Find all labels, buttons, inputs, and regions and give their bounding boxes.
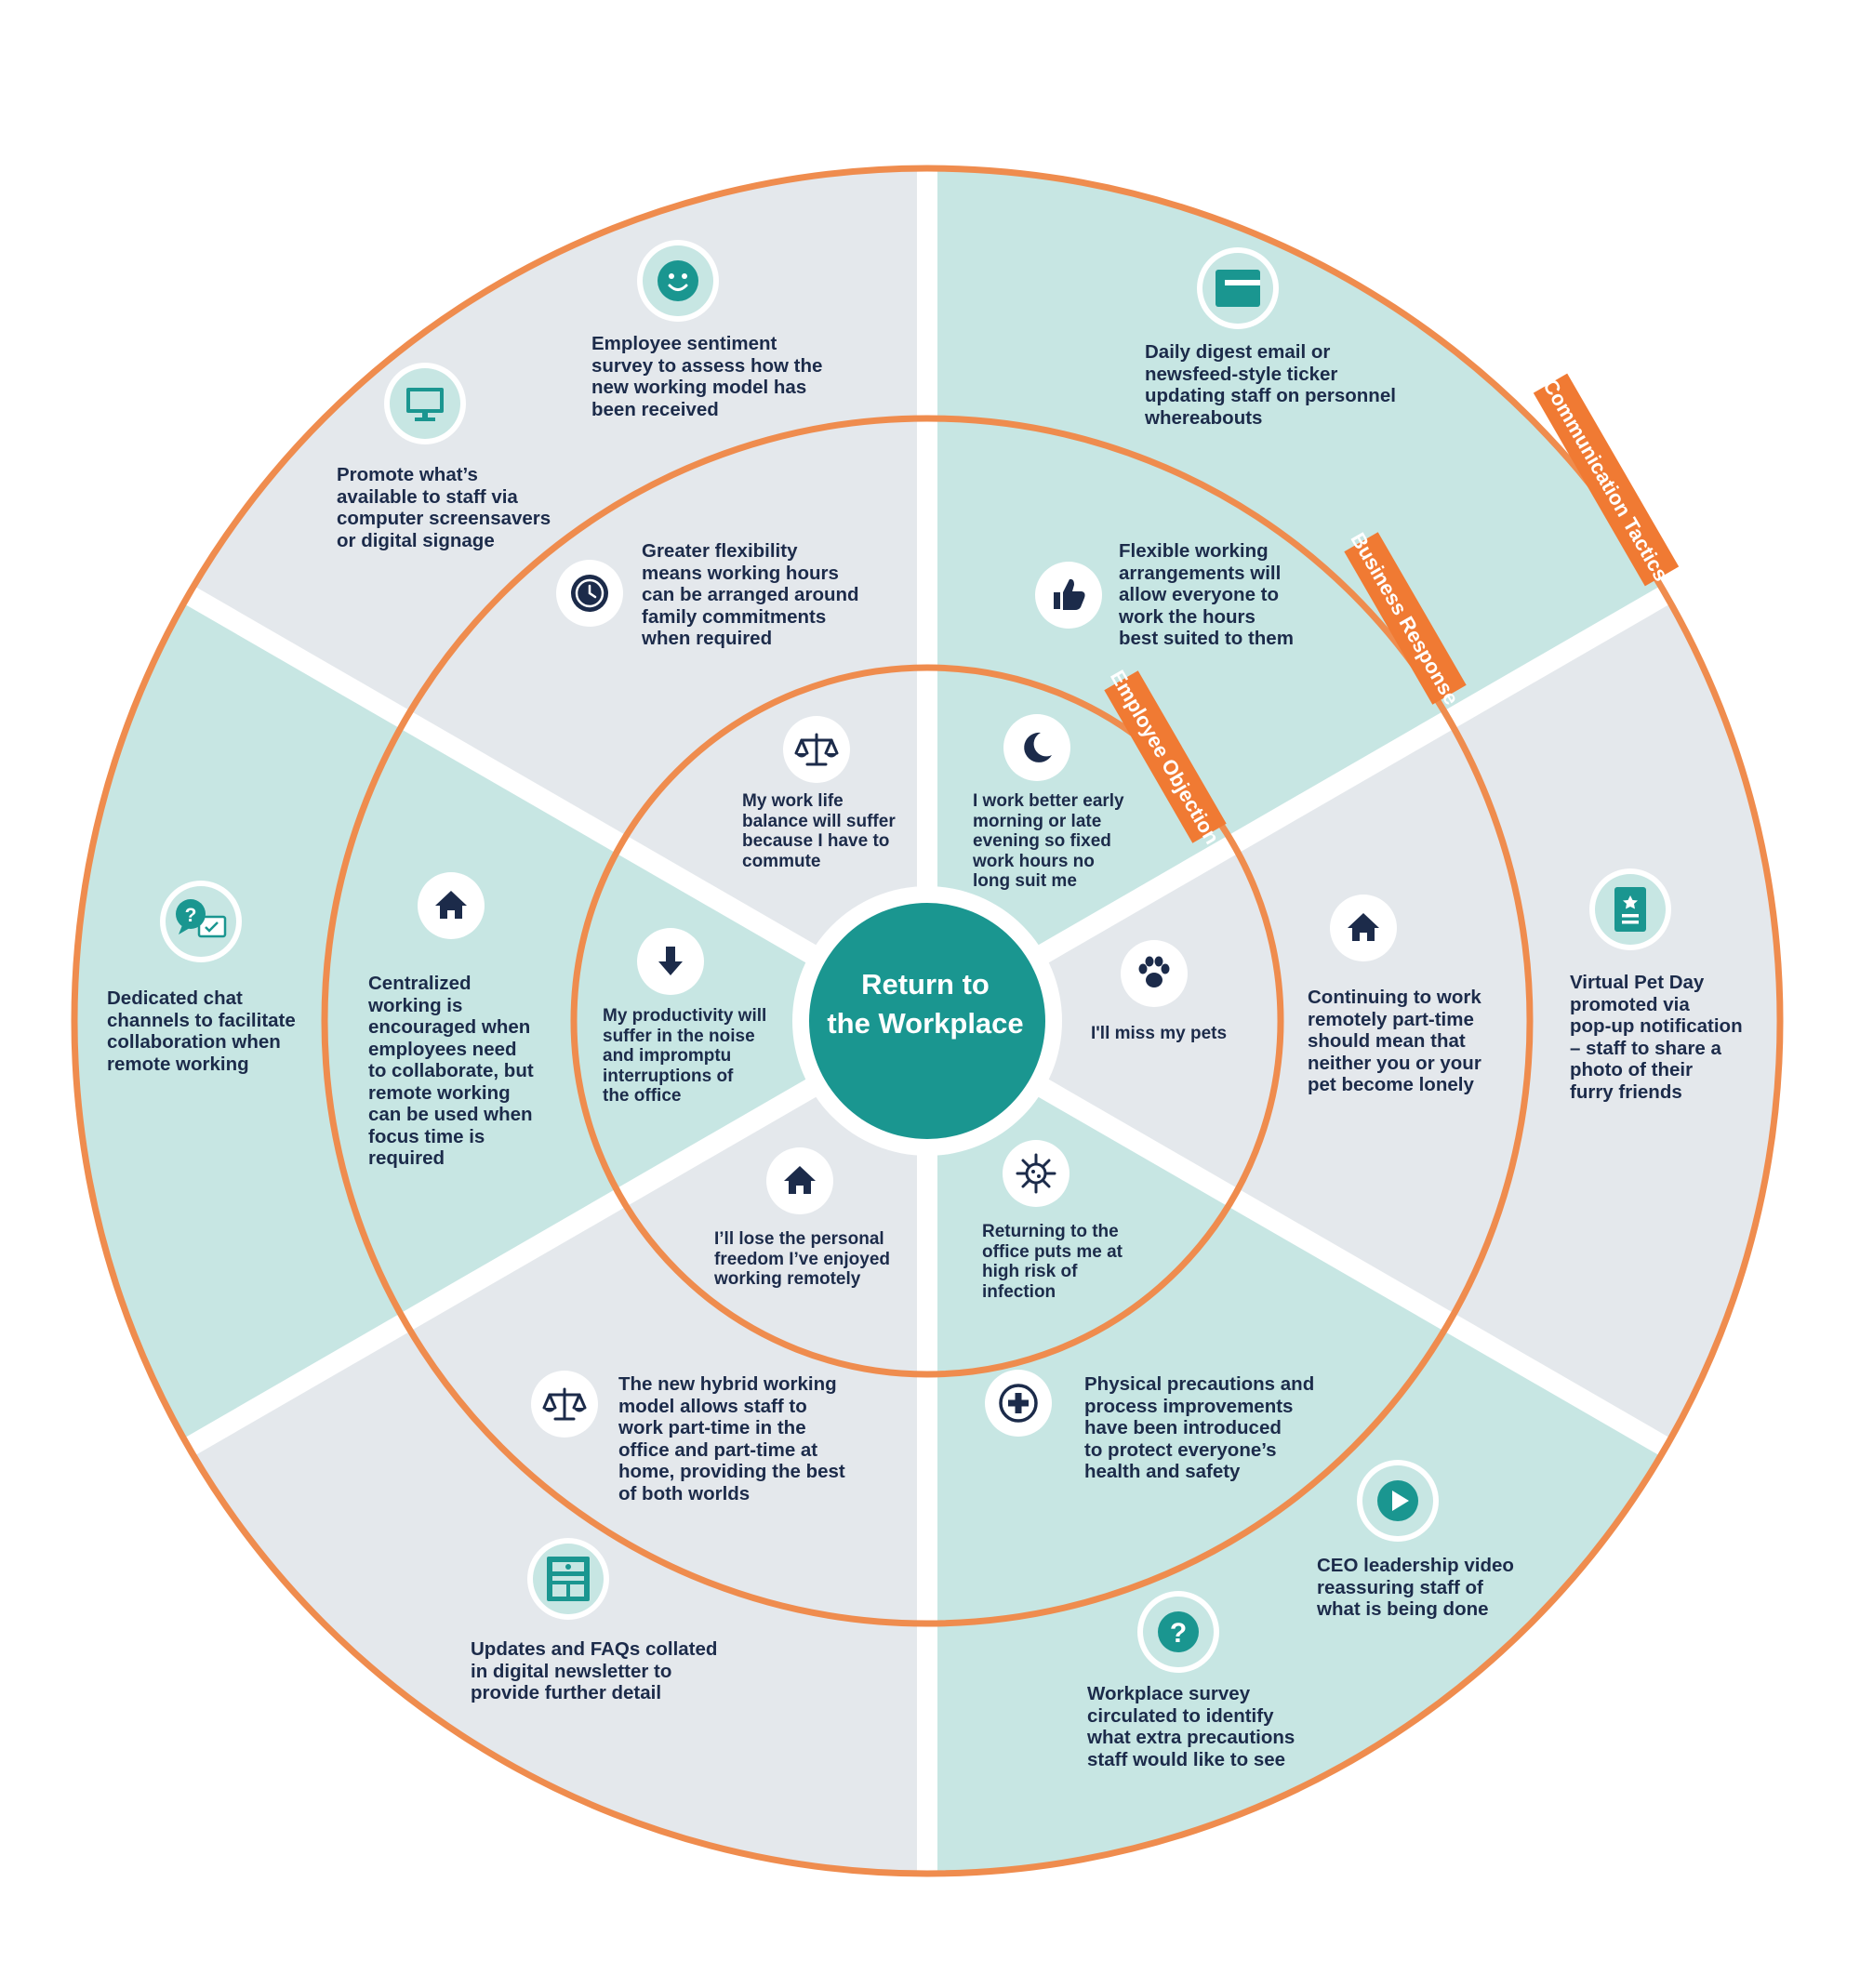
objection-personal-freedom: I’ll lose the personal freedom I’ve enjo… (714, 1229, 891, 1289)
tactic-daily-digest: Daily digest email or newsfeed-style tic… (1145, 341, 1396, 429)
response-centralized-working: Centralized working is encouraged when e… (368, 973, 534, 1169)
sector-dividers (178, 162, 1677, 1880)
smiley-icon (637, 240, 719, 322)
question-icon: ? (1137, 1591, 1219, 1673)
sector-top-right (927, 171, 1664, 1021)
objection-productivity: My productivity will suffer in the noise… (603, 1006, 767, 1106)
clock-icon (556, 560, 623, 627)
response-greater-flexibility: Greater flexibility means working hours … (642, 540, 859, 649)
svg-text:?: ? (1170, 1618, 1187, 1649)
objection-early-late-hours: I work better early morning or late even… (973, 791, 1124, 891)
divider-5 (178, 582, 933, 1030)
notification-icon (1589, 868, 1671, 950)
chat-icon: ? (160, 881, 242, 962)
middle-ring (321, 415, 1534, 1627)
ring-outlines (71, 165, 1784, 1877)
tactic-chat-channels: Dedicated chat channels to facilitate co… (107, 987, 296, 1075)
sector-bottom-right (927, 1021, 1664, 1871)
arrow-down-icon (637, 928, 704, 995)
tactic-virtual-pet-day: Virtual Pet Day promoted via pop-up noti… (1570, 972, 1743, 1103)
tactic-sentiment-survey: Employee sentiment survey to assess how … (591, 333, 823, 420)
monitor-icon (384, 363, 466, 444)
sector-backgrounds (76, 171, 1777, 1871)
sector-bottom-left (191, 1021, 928, 1871)
response-physical-precautions: Physical precautions and process improve… (1084, 1373, 1315, 1482)
center-hub (809, 903, 1045, 1139)
icon-badges: ? ? (160, 240, 1671, 1673)
response-hybrid-model: The new hybrid working model allows staf… (618, 1373, 845, 1504)
objection-work-life-balance: My work life balance will suffer because… (742, 791, 896, 871)
tactic-screensavers: Promote what’s available to staff via co… (337, 464, 551, 551)
objection-infection-risk: Returning to the office puts me at high … (982, 1222, 1123, 1302)
scales-icon (783, 716, 850, 783)
paw-icon (1121, 940, 1188, 1007)
divider-1 (922, 582, 1677, 1030)
thumbs-up-icon (1035, 562, 1102, 629)
response-remote-part-time: Continuing to work remotely part-time sh… (1308, 987, 1481, 1095)
email-card-icon (1197, 247, 1279, 329)
scales-icon-response (531, 1371, 598, 1438)
inner-ring (570, 664, 1284, 1378)
objection-miss-pets: I'll miss my pets (1091, 1024, 1228, 1043)
svg-text:?: ? (185, 905, 197, 926)
play-icon (1357, 1460, 1439, 1542)
tactic-ceo-video: CEO leadership video reassuring staff of… (1317, 1555, 1514, 1620)
outer-ring (71, 165, 1784, 1877)
tactic-workplace-survey: Workplace survey circulated to identify … (1087, 1683, 1295, 1770)
response-flexible-arrangements: Flexible working arrangements will allow… (1119, 540, 1294, 649)
medical-cross-icon (985, 1370, 1052, 1437)
divider-4 (178, 1012, 933, 1460)
tactic-newsletter: Updates and FAQs collated in digital new… (471, 1638, 718, 1703)
newsletter-icon (527, 1538, 609, 1620)
home-icon-objection (766, 1147, 833, 1214)
sector-left (76, 596, 928, 1446)
center-title: Return to the Workplace (827, 968, 1024, 1040)
divider-2 (922, 1012, 1677, 1460)
virus-icon (1003, 1140, 1070, 1207)
home-icon-response-2 (418, 872, 485, 939)
home-icon-response (1330, 895, 1397, 961)
sector-right (927, 596, 1777, 1446)
moon-icon (1003, 714, 1070, 781)
